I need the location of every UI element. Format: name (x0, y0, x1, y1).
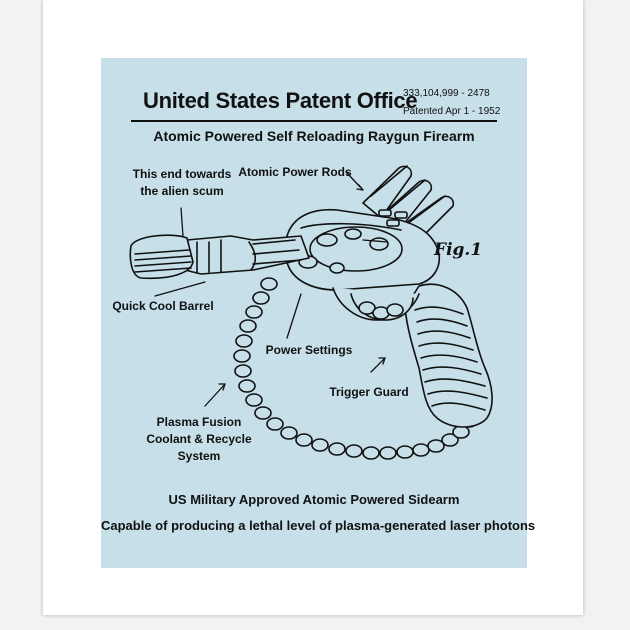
label-alien-scum: This end towards the alien scum (132, 167, 232, 198)
patent-subtitle: Atomic Powered Self Reloading Raygun Fir… (153, 128, 475, 144)
label-trigger-guard: Trigger Guard (329, 385, 409, 399)
trigger-guard (332, 287, 420, 321)
coolant-tube (233, 277, 478, 460)
grip (404, 283, 493, 428)
patent-title: United States Patent Office (143, 88, 418, 113)
power-rods (362, 165, 455, 243)
label-power-rods: Atomic Power Rods (238, 165, 352, 179)
gun-body (286, 208, 441, 291)
label-quick-cool-barrel: Quick Cool Barrel (112, 299, 214, 313)
leader-lines (154, 171, 388, 407)
title-rule (131, 120, 497, 122)
footer-line-2: Capable of producing a lethal level of p… (101, 518, 536, 533)
raygun-illustration (129, 165, 493, 460)
label-power-settings: Power Settings (265, 343, 353, 357)
barrel (129, 234, 310, 280)
figure-label: Fig.1 (434, 240, 483, 260)
footer-line-1: US Military Approved Atomic Powered Side… (168, 492, 460, 507)
patent-date: Patented Apr 1 - 1952 (403, 106, 501, 117)
patent-number: 333,104,999 - 2478 (403, 88, 490, 99)
patent-poster: United States Patent Office 333,104,999 … (101, 58, 536, 568)
label-plasma-fusion: Plasma Fusion Coolant & Recycle System (146, 415, 252, 463)
